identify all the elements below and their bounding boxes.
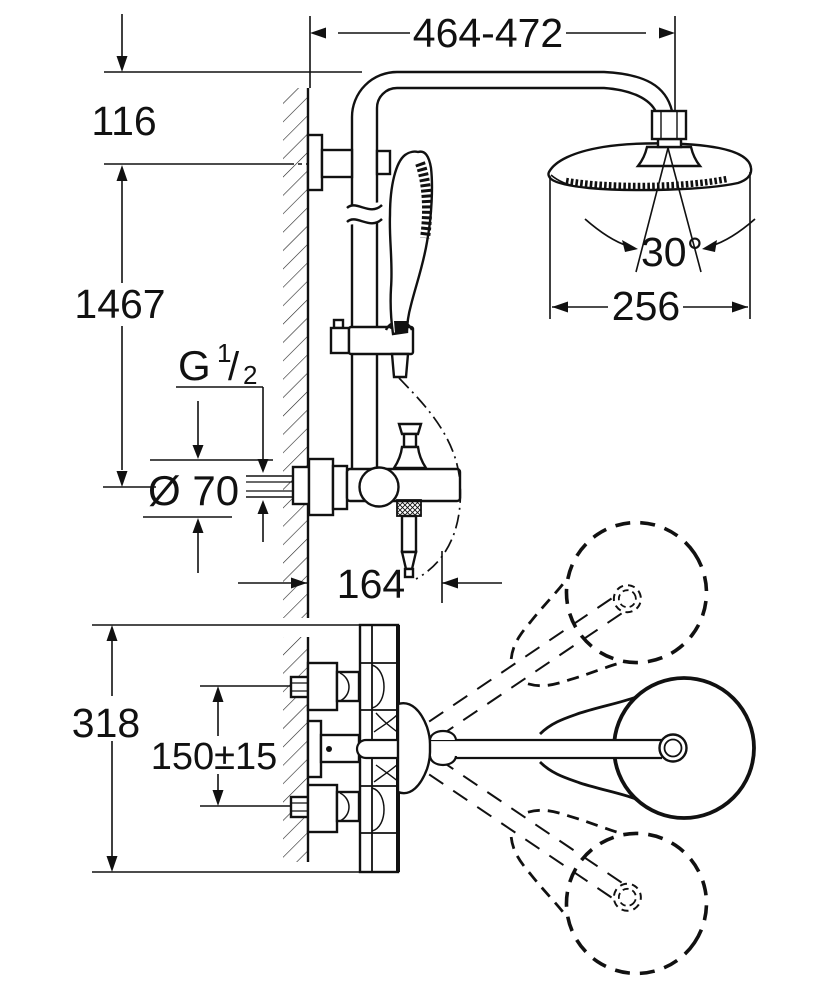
hand-shower [388, 150, 434, 336]
wall-section-upper [283, 88, 310, 618]
dimension-rail-height: 1467 [74, 165, 166, 488]
wall-rosette [307, 457, 335, 517]
head-neck-curves [539, 695, 637, 801]
dim-valve-depth-label: 164 [337, 561, 405, 607]
diverter-cap [397, 422, 423, 436]
head-connection-nut [650, 109, 688, 141]
dimension-valve-depth: 164 [238, 551, 502, 607]
hose-connector [400, 514, 418, 554]
thread-slash: / [228, 345, 240, 389]
shower-rail [350, 108, 379, 468]
wall-bracket-flange [306, 133, 324, 192]
hand-shower-spray-face [415, 161, 433, 239]
dimension-arrow [116, 56, 128, 72]
valve-collar [331, 464, 349, 511]
rail-break-mark [346, 204, 383, 225]
knob-end-curves [371, 664, 385, 832]
thread-g: G [178, 342, 211, 389]
hose-outlet [390, 352, 410, 379]
spray-nozzle-band [565, 175, 728, 190]
supply-escutcheon-bottom [306, 783, 339, 834]
valve-center-escutcheon [306, 719, 323, 779]
temperature-knob [358, 466, 400, 508]
dim-arm-offset-label: 116 [91, 98, 156, 144]
diverter-stem [402, 432, 418, 449]
dim-connection-spacing-label: 150±15 [151, 736, 278, 778]
dim-arm-width-label: 464-472 [413, 10, 563, 56]
shower-rail-and-arm [306, 70, 674, 468]
arm-tip-joint-inner [663, 738, 683, 758]
dimension-head-diameter: 256 [549, 172, 751, 329]
hose-nut-knurled [396, 499, 422, 517]
pivot-bell-joint [396, 701, 432, 795]
arm-tip-joint-outer [658, 733, 688, 763]
pipe-union [291, 465, 311, 506]
shower-arm-plan [355, 738, 662, 760]
diverter-bell [391, 445, 429, 470]
supply-thread-top [289, 675, 310, 699]
shower-hose-centerline [398, 377, 462, 580]
thread-denominator: 2 [243, 360, 257, 390]
dimension-arm-width: 464-472 [309, 10, 676, 162]
head-cone-fitting [635, 145, 703, 168]
concealed-supply-pipe [246, 465, 311, 506]
slider-lock-knob [329, 326, 351, 355]
thread-size-label: G 1 / 2 [176, 338, 269, 542]
thread-numerator: 1 [217, 338, 231, 368]
dim-head-tilt-label: 30° [641, 229, 703, 275]
dim-body-height-label: 318 [72, 700, 140, 746]
wall-hatching-lower [283, 637, 308, 862]
thread-leader-arrows [257, 459, 269, 514]
side-elevation-view: 464-472 116 1467 G 1 / 2 Ø 70 [74, 10, 756, 618]
annotation-head-tilt: 30° [584, 147, 756, 275]
plan-view: 318 150±15 [72, 493, 756, 1000]
tilt-reference-lines [635, 147, 702, 273]
wall-bracket-arm [320, 148, 354, 179]
overhead-arm-inner [375, 86, 658, 113]
dim-rail-height-label: 1467 [74, 281, 165, 327]
center-marker-dot [326, 746, 332, 752]
dim-rosette-diameter-label: Ø 70 [148, 467, 239, 514]
overhead-arm-outer [350, 70, 674, 118]
head-shower-plan-solid [355, 676, 756, 820]
dimension-connection-spacing: 150±15 [151, 685, 308, 807]
tilt-arc-arrow-left [622, 240, 638, 252]
dimension-arm-offset: 116 [91, 14, 362, 165]
dimension-rosette-diameter: Ø 70 [143, 401, 273, 573]
dim-head-diameter-label: 256 [612, 283, 680, 329]
wall-section-lower [283, 637, 310, 862]
supply-escutcheon-top [306, 661, 339, 712]
thread-leader-line [176, 386, 264, 542]
supply-thread-bottom [289, 795, 310, 819]
head-shower [547, 109, 753, 192]
dimension-body-height: 318 [72, 624, 360, 873]
hand-shower-holder [375, 149, 392, 176]
wall-hatching-upper [283, 88, 308, 618]
arm-collar-bumps [428, 729, 458, 767]
tilt-arc-arrow-right [702, 240, 717, 252]
thermostat-valve [307, 422, 462, 579]
